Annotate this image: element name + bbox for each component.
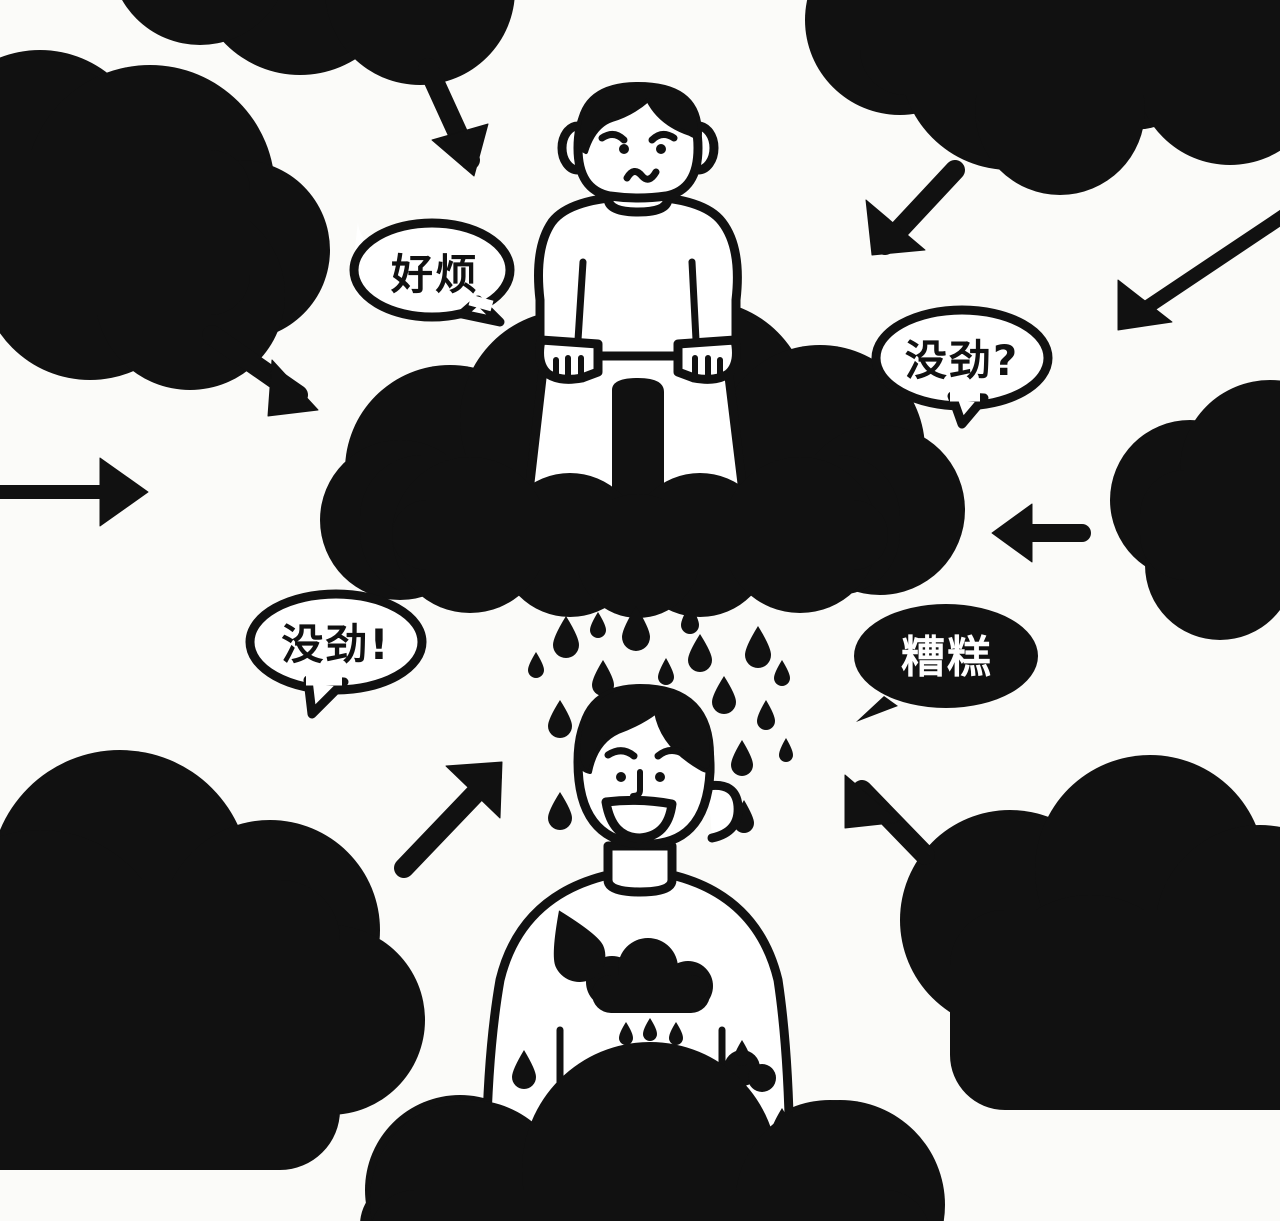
speech-bubble-boring-question[interactable]: [871, 305, 1053, 429]
arrow-far-right-long-icon: [1117, 209, 1280, 331]
bottom-figure-eye-left: [616, 772, 626, 782]
top-figure-sleeve-crease-left: [574, 258, 587, 344]
top-figure-eye-right: [656, 144, 666, 154]
bottom-figure-neck: [603, 841, 677, 897]
bottom-figure-ear-right: [703, 780, 743, 843]
top-figure-mouth: [623, 168, 660, 183]
bottom-figure-eyebrow-right: [654, 747, 688, 760]
cloud-center-front-bumps: [392, 378, 888, 618]
top-figure-hand-right-fingers: [692, 355, 723, 383]
top-figure-hand-left-fingers: [553, 355, 584, 383]
arrow-left-upper-icon: [202, 325, 319, 417]
arrow-bottom-right-up-icon: [844, 774, 935, 865]
cloud-top-center: [122, 0, 515, 85]
speech-bubble-boring-exclaim[interactable]: [245, 589, 427, 719]
speech-bubble-annoyed[interactable]: [349, 218, 515, 327]
cloud-top-right-corner: [805, 0, 1280, 195]
arrow-left-horizontal-icon: [0, 457, 149, 527]
top-figure-sleeve-crease-right: [688, 258, 700, 344]
arrow-bottom-left-up-icon: [394, 761, 503, 878]
top-figure-eye-left: [619, 144, 629, 154]
bottom-figure-eyebrow-left: [604, 747, 638, 760]
top-figure-hair: [575, 82, 702, 154]
arrow-top-right-in-icon: [865, 160, 965, 256]
arrow-top-left-in-icon: [418, 58, 489, 177]
speech-bubble-terrible[interactable]: [854, 604, 1038, 722]
top-figure-eyebrow-left: [598, 131, 628, 144]
top-figure-eyebrow-right: [648, 131, 678, 144]
cloud-right-middle: [1110, 380, 1280, 640]
cloud-top-left-corner: [0, 50, 330, 390]
arrow-right-horizontal-icon: [991, 503, 1091, 563]
bottom-figure-mouth: [601, 795, 677, 843]
cloud-bottom-left-corner: [0, 750, 425, 1170]
cloud-bottom-right-corner: [900, 755, 1280, 1110]
cloud-bottom-center-foreground: [370, 1042, 945, 1221]
shirt-rain-cloud-graphic: [586, 938, 713, 1076]
bottom-figure-eye-right: [655, 772, 665, 782]
